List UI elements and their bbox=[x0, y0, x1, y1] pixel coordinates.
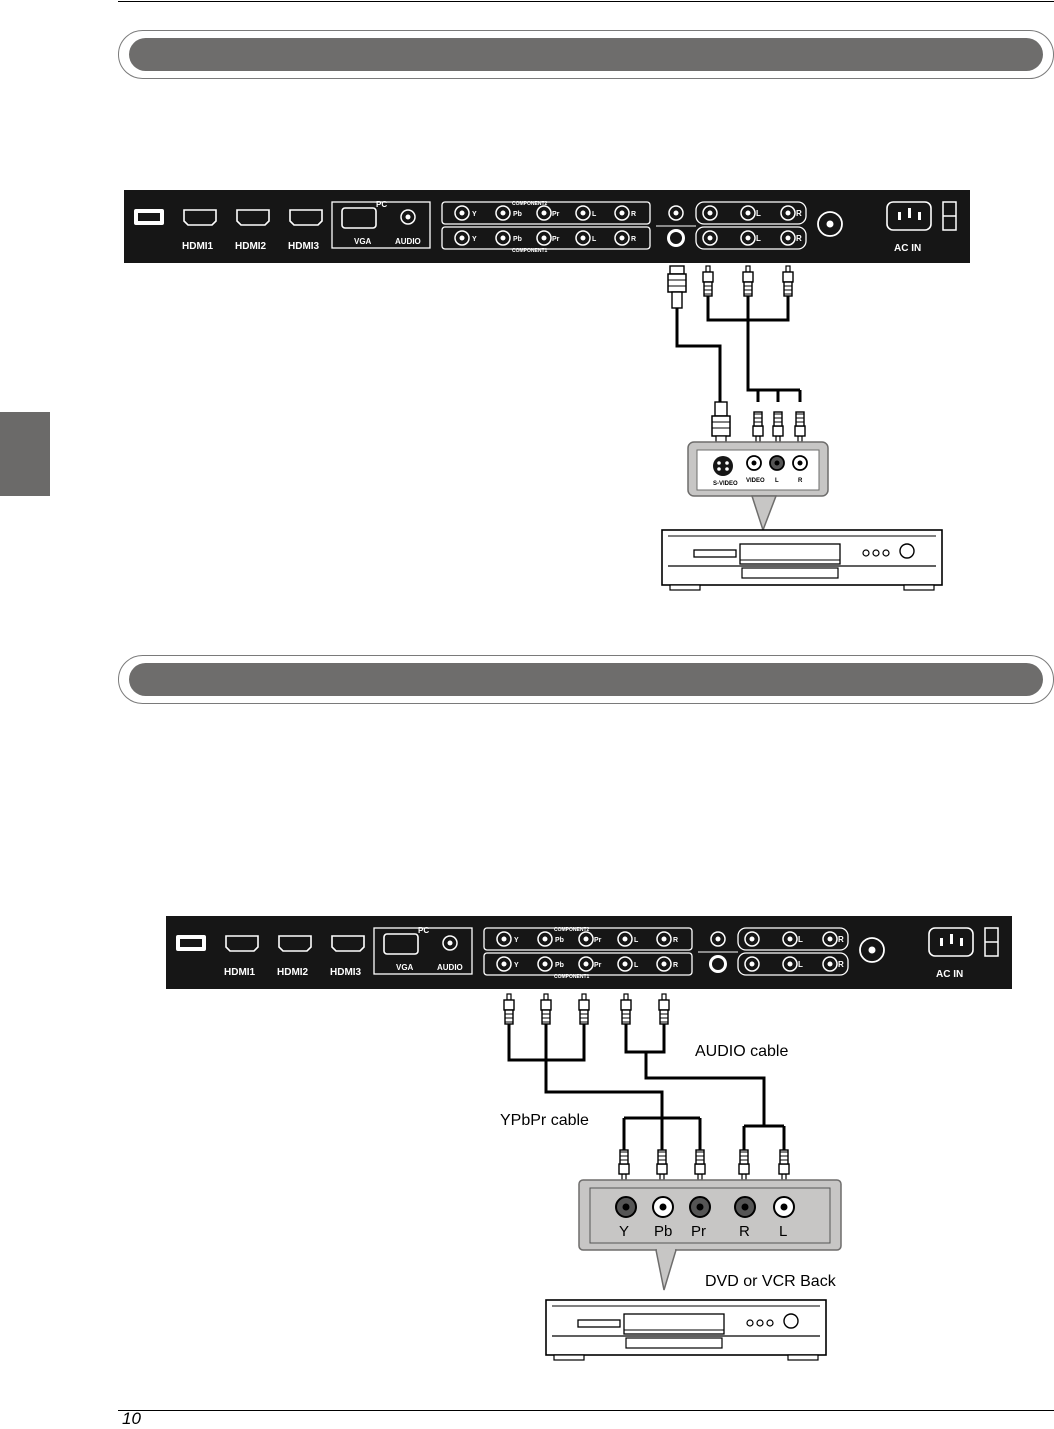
audio-label: AUDIO bbox=[395, 237, 421, 246]
component2-label: COMPONENT2 bbox=[554, 927, 590, 933]
audio-cable-caption: AUDIO cable bbox=[695, 1043, 788, 1060]
hdmi1-label: HDMI1 bbox=[224, 967, 256, 978]
hdmi3-label: HDMI3 bbox=[330, 967, 362, 978]
comp-r-label: R bbox=[673, 937, 678, 944]
bottom-rule bbox=[118, 1410, 1054, 1411]
ac-in-label: AC IN bbox=[936, 969, 963, 980]
l-label: L bbox=[775, 478, 779, 484]
top-rule bbox=[118, 1, 1054, 2]
comp-pb-label: Pb bbox=[513, 236, 522, 243]
ypbpr-cable-caption: YPbPr cable bbox=[500, 1112, 589, 1129]
comp-pb-label: Pb bbox=[555, 937, 564, 944]
av-r-label: R bbox=[838, 960, 844, 969]
comp-r-label: R bbox=[673, 962, 678, 969]
pb-label: Pb bbox=[654, 1223, 672, 1240]
comp-l-label: L bbox=[634, 962, 639, 969]
av-r-label: R bbox=[796, 209, 802, 218]
comp-l-label: L bbox=[634, 937, 639, 944]
hdmi2-label: HDMI2 bbox=[277, 967, 309, 978]
comp-pb-label: Pb bbox=[513, 211, 522, 218]
component-device-panel: Y Pb Pr R L bbox=[578, 1179, 842, 1291]
pr-label: Pr bbox=[691, 1223, 706, 1240]
comp-r-label: R bbox=[631, 211, 636, 218]
dvd-back-caption: DVD or VCR Back bbox=[705, 1273, 837, 1290]
av-l-label: L bbox=[798, 960, 803, 969]
av-l-label: L bbox=[756, 234, 761, 243]
av-l-label: L bbox=[798, 935, 803, 944]
y-label: Y bbox=[619, 1223, 629, 1240]
r-label: R bbox=[798, 478, 803, 484]
av-r-label: R bbox=[796, 234, 802, 243]
svideo-av-cables bbox=[667, 265, 806, 443]
svideo-label: S-VIDEO bbox=[713, 481, 738, 487]
r-label: R bbox=[739, 1223, 750, 1240]
tv-back-panel-2: PC HDMI1 HDMI2 HDMI3 VGA AUDIO COMPONENT… bbox=[165, 915, 1013, 990]
comp-l-label: L bbox=[592, 236, 597, 243]
comp-y-label: Y bbox=[514, 962, 519, 969]
comp-pr-label: Pr bbox=[552, 211, 560, 218]
comp-y-label: Y bbox=[514, 937, 519, 944]
pc-label: PC bbox=[418, 926, 429, 935]
comp-l-label: L bbox=[592, 211, 597, 218]
component1-label: COMPONENT1 bbox=[554, 974, 590, 980]
svideo-device-panel: S-VIDEO VIDEO L R bbox=[687, 441, 829, 533]
vga-label: VGA bbox=[396, 963, 414, 972]
comp-r-label: R bbox=[631, 236, 636, 243]
av-r-label: R bbox=[838, 935, 844, 944]
comp-pb-label: Pb bbox=[555, 962, 564, 969]
l-label: L bbox=[779, 1223, 787, 1240]
pc-label: PC bbox=[376, 200, 387, 209]
comp-y-label: Y bbox=[472, 211, 477, 218]
audio-label: AUDIO bbox=[437, 963, 463, 972]
av-l-label: L bbox=[756, 209, 761, 218]
component2-label: COMPONENT2 bbox=[512, 201, 548, 207]
comp-pr-label: Pr bbox=[594, 962, 602, 969]
dvd-player-1 bbox=[661, 529, 943, 591]
vga-label: VGA bbox=[354, 237, 372, 246]
section-header-bar-2 bbox=[118, 655, 1054, 704]
comp-y-label: Y bbox=[472, 236, 477, 243]
tv-back-panel-1: PC HDMI1 HDMI2 HDMI3 VGA AUDIO COMPONENT… bbox=[123, 189, 971, 264]
hdmi3-label: HDMI3 bbox=[288, 241, 320, 252]
dvd-player-2 bbox=[545, 1299, 827, 1361]
hdmi2-label: HDMI2 bbox=[235, 241, 267, 252]
component1-label: COMPONENT1 bbox=[512, 248, 548, 254]
comp-pr-label: Pr bbox=[552, 236, 560, 243]
side-tab bbox=[0, 412, 50, 496]
ac-in-label: AC IN bbox=[894, 243, 921, 254]
video-label: VIDEO bbox=[746, 478, 765, 484]
comp-pr-label: Pr bbox=[594, 937, 602, 944]
section-header-bar-1 bbox=[118, 30, 1054, 79]
ypbpr-audio-cables bbox=[503, 993, 790, 1181]
hdmi1-label: HDMI1 bbox=[182, 241, 214, 252]
page-number: 10 bbox=[122, 1409, 141, 1428]
